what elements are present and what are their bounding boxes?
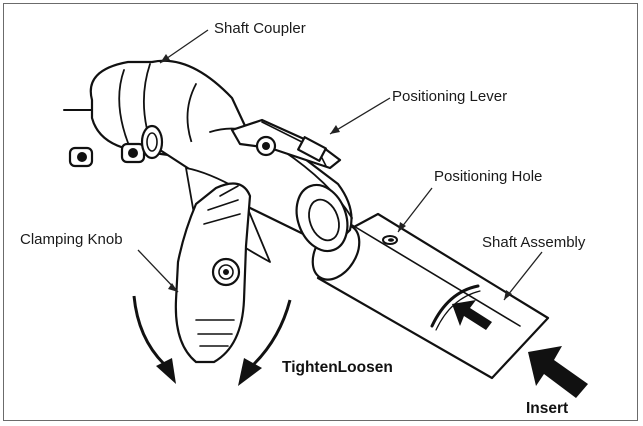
insert-arrows xyxy=(452,300,588,398)
label-positioning-lever: Positioning Lever xyxy=(392,88,507,105)
leader-lines xyxy=(137,29,543,301)
positioning-lever-part xyxy=(230,118,342,170)
insert-arrow xyxy=(528,346,588,398)
loosen-arrow xyxy=(252,299,292,366)
figure-border xyxy=(3,3,638,421)
tighten-arrow-head xyxy=(156,358,176,384)
label-shaft-coupler: Shaft Coupler xyxy=(214,20,306,37)
tighten-arrow xyxy=(132,295,166,366)
label-shaft-assembly: Shaft Assembly xyxy=(482,234,586,251)
label-positioning-hole: Positioning Hole xyxy=(434,168,542,185)
clamping-knob-part xyxy=(174,182,252,364)
inner-insert-arrow xyxy=(452,300,492,330)
label-insert: Insert xyxy=(526,400,568,417)
label-tighten-loosen: TightenLoosen xyxy=(282,359,393,376)
side-bolts xyxy=(68,124,164,168)
loosen-arrow-head xyxy=(238,358,262,386)
label-clamping-knob: Clamping Knob xyxy=(20,231,123,248)
rotation-arrows xyxy=(132,295,292,386)
